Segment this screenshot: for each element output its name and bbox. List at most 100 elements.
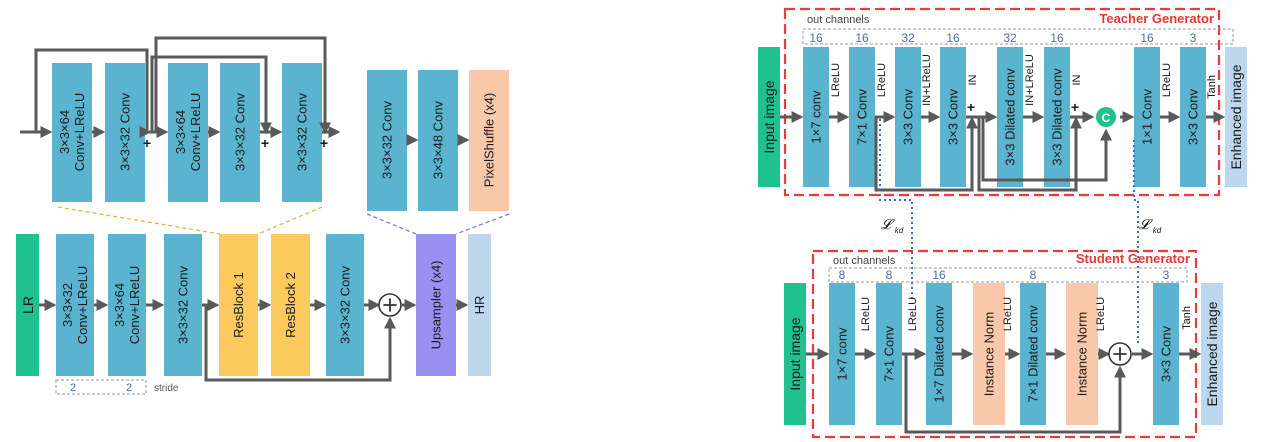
resblock-plus-1: +	[261, 135, 269, 151]
resblock-detail-block-2-text-0: 3×3×64	[173, 110, 188, 154]
teacher-block-7	[1180, 47, 1206, 187]
teacher-channel-3: 16	[946, 31, 960, 45]
teacher-activation-5-text-0: IN	[1071, 74, 1083, 85]
teacher-channel-0: 16	[809, 31, 823, 45]
main-block-6	[416, 234, 456, 376]
resblock-detail-block-1-label: 3×3×32 Conv	[118, 92, 133, 171]
student-channels-box	[828, 267, 1188, 283]
teacher-skip-1	[977, 116, 1082, 192]
teacher-block-1	[849, 47, 875, 187]
teacher-activation-4-label: IN+LReLU	[1024, 54, 1036, 106]
upsampler-detail-block-0-label: 3×3×32 Conv	[380, 100, 395, 179]
teacher-activation-2-label: IN+LReLU	[921, 54, 933, 106]
resblock-detail-block-1-text-0: 3×3×32 Conv	[118, 92, 133, 171]
teacher-output-label: Enhanced image	[1228, 64, 1244, 169]
student-block-1-text-0: 7×1 Conv	[882, 325, 897, 382]
student-block-3	[973, 283, 1005, 425]
student-block-3-text-0: Instance Norm	[982, 312, 997, 397]
teacher-block-2-text-0: 3×3 Conv	[901, 88, 916, 145]
teacher-activation-3-label: IN	[967, 74, 979, 85]
teacher-activation-7-text-0: Tanh	[1206, 75, 1218, 99]
student-output	[1201, 283, 1223, 425]
main-block-3-text-0: ResBlock 1	[231, 272, 246, 338]
resblock-detail-block-1	[105, 63, 145, 202]
student-input	[784, 283, 806, 425]
student-block-4	[1020, 283, 1046, 425]
main-block-0-text-0: 3×3×32	[60, 283, 75, 327]
teacher-block-1-text-0: 7×1 Conv	[855, 88, 870, 145]
student-block-6-text-0: 3×3 Conv	[1159, 325, 1174, 382]
student-channel-1: 8	[886, 268, 893, 282]
teacher-block-0-label: 1×7 conv	[809, 90, 824, 144]
student-channel-2: 16	[932, 268, 946, 282]
main-global-skip	[204, 305, 396, 382]
teacher-block-3-label: 3×3 Conv	[946, 88, 961, 145]
stride-value-0: 2	[70, 382, 76, 394]
student-output-text-0: Enhanced image	[1204, 301, 1220, 406]
upsampler-detail-block-2	[469, 70, 509, 211]
resblock-plus-2: +	[320, 135, 328, 151]
teacher-channel-2: 32	[901, 31, 915, 45]
teacher-block-7-label: 3×3 Conv	[1186, 88, 1201, 145]
teacher-input-label: Input image	[761, 80, 777, 153]
teacher-activation-3-text-0: IN	[967, 74, 979, 85]
student-block-1-label: 7×1 Conv	[882, 325, 897, 382]
resblock-detail-block-3-text-0: 3×3×32 Conv	[233, 92, 248, 171]
resblock-detail-block-4	[282, 63, 322, 202]
student-activation-1-text-0: LReLU	[907, 297, 919, 331]
teacher-output-text-0: Enhanced image	[1228, 64, 1244, 169]
student-out-channels-label: out channels	[833, 255, 896, 267]
teacher-block-5	[1044, 47, 1070, 187]
upsampler-detail-block-1-text-0: 3×3×48 Conv	[431, 100, 446, 179]
student-channel-3: 8	[1030, 268, 1037, 282]
zoom-left-upsampler	[366, 213, 417, 235]
student-activation-2-label: LReLU	[1002, 297, 1014, 331]
teacher-block-7-text-0: 3×3 Conv	[1186, 88, 1201, 145]
teacher-block-6-label: 1×1 Conv	[1140, 88, 1155, 145]
kd-label-left: 𝓛	[881, 216, 895, 232]
student-skip	[904, 354, 1126, 434]
teacher-concat-symbol: C	[1102, 111, 1111, 125]
upsampler-detail-block-1	[418, 70, 458, 211]
teacher-channel-6: 16	[1140, 31, 1154, 45]
lr-block-text-0: LR	[20, 296, 36, 314]
teacher-input	[758, 47, 780, 187]
resblock-detail-block-0-text-1: Conv+LReLU	[72, 93, 87, 171]
main-block-1-text-0: 3×3×64	[112, 283, 127, 327]
stride-label: stride	[154, 383, 179, 394]
teacher-channel-1: 16	[855, 31, 869, 45]
student-block-0-text-0: 1×7 conv	[835, 327, 850, 381]
resblock-detail-block-2-text-1: Conv+LReLU	[188, 93, 203, 171]
upsampler-detail-block-0	[367, 70, 407, 211]
student-activation-2-text-0: LReLU	[1002, 297, 1014, 331]
kd-sub-left: kd	[895, 226, 904, 235]
upsampler-detail-block-2-label: PixelShuffle (x4)	[482, 93, 497, 187]
teacher-skip-concat	[981, 117, 1112, 182]
main-block-0	[56, 234, 94, 376]
teacher-block-4-label: 3×3 Dilated conv	[1003, 68, 1018, 166]
student-block-2	[926, 283, 952, 425]
teacher-block-5-text-0: 3×3 Dilated conv	[1050, 68, 1065, 166]
student-activation-4-label: Tanh	[1181, 306, 1193, 330]
kd-label-right: 𝓛	[1139, 216, 1153, 232]
resblock-skip-1	[150, 55, 268, 132]
resblock-detail-block-4-label: 3×3×32 Conv	[295, 92, 310, 171]
teacher-block-3-text-0: 3×3 Conv	[946, 88, 961, 145]
upsampler-detail-block-1-label: 3×3×48 Conv	[431, 100, 446, 179]
student-add-node-symbol	[1113, 347, 1127, 361]
main-block-6-label: Upsampler (x4)	[429, 261, 444, 350]
main-block-1-text-1: Conv+LReLU	[127, 266, 142, 344]
student-frame	[811, 249, 1198, 439]
student-block-4-label: 7×1 Dilated conv	[1026, 305, 1041, 403]
student-activation-3-text-0: LReLU	[1095, 297, 1107, 331]
student-block-5	[1066, 283, 1098, 425]
teacher-plus-1: +	[1071, 99, 1079, 115]
zoom-left-resblock	[57, 206, 221, 235]
teacher-out-channels-label: out channels	[807, 14, 870, 26]
teacher-channels-box	[802, 28, 1234, 45]
teacher-block-6-text-0: 1×1 Conv	[1140, 88, 1155, 145]
student-output-label: Enhanced image	[1204, 301, 1220, 406]
